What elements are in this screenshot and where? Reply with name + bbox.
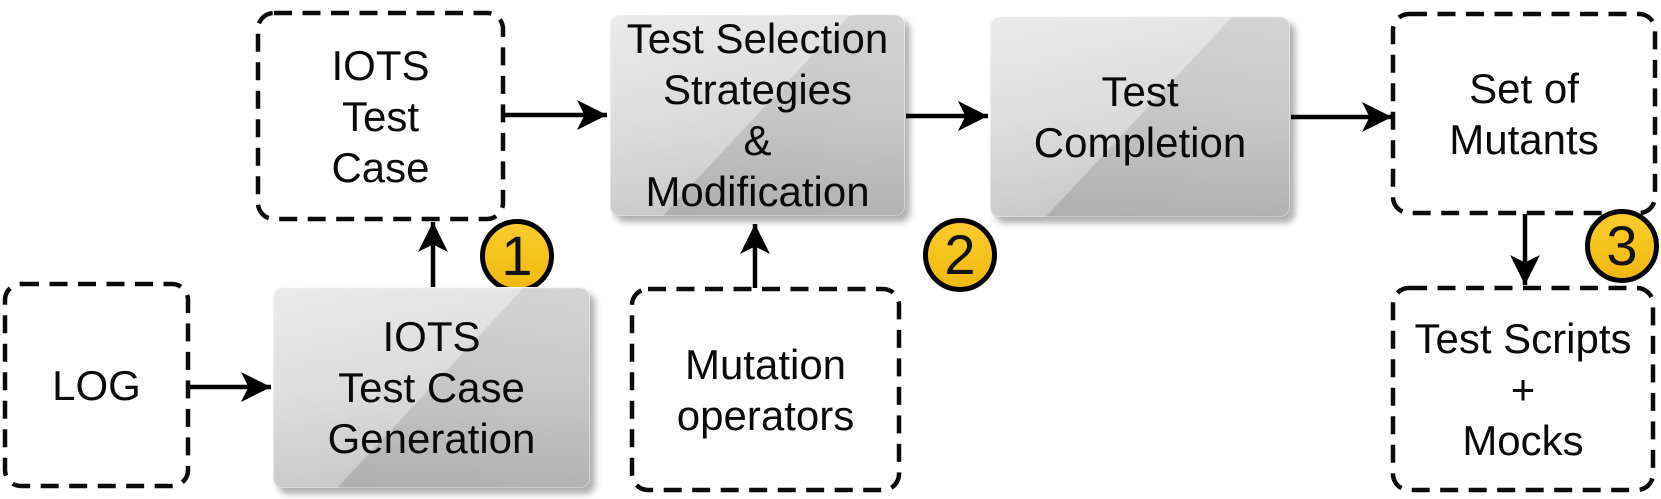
step-badge-2: 2 bbox=[923, 218, 997, 292]
node-test-selection-line1: Test Selection bbox=[626, 15, 889, 62]
node-iots-test-case-generation-line1: IOTS bbox=[382, 313, 481, 360]
test-scripts-mocks-box-border bbox=[1390, 285, 1656, 493]
step-badge-1-label: 1 bbox=[501, 224, 533, 287]
node-test-selection-line4: Modification bbox=[645, 168, 870, 215]
node-test-scripts-mocks-line3: Mocks bbox=[1462, 416, 1584, 464]
node-test-selection-line2: Strategies bbox=[662, 66, 853, 113]
step-badge-3-label: 3 bbox=[1606, 214, 1638, 277]
mutation-operators-box-border bbox=[629, 286, 902, 493]
node-mutation-operators-line1: Mutation bbox=[684, 340, 847, 388]
step-badge-2-label: 2 bbox=[944, 223, 976, 286]
node-test-selection-line3: & bbox=[743, 117, 772, 164]
node-test-completion: Test Completion bbox=[990, 16, 1290, 217]
node-test-scripts-mocks: Test Scripts + Mocks bbox=[1393, 288, 1653, 490]
node-set-of-mutants: Set of Mutants bbox=[1393, 14, 1655, 213]
node-log-label: LOG bbox=[52, 361, 141, 409]
node-test-completion-line1: Test bbox=[1101, 67, 1179, 115]
node-iots-test-case-line2: Test bbox=[341, 92, 420, 140]
node-test-completion-line2: Completion bbox=[1033, 118, 1247, 166]
node-test-selection-strategies-modification: Test Selection Strategies & Modification bbox=[610, 14, 905, 216]
node-iots-test-case-line3: Case bbox=[331, 143, 430, 191]
set-of-mutants-box-border bbox=[1390, 11, 1658, 216]
node-test-scripts-mocks-line2: + bbox=[1510, 365, 1536, 413]
step-badge-1: 1 bbox=[480, 219, 554, 293]
node-set-of-mutants-line1: Set of bbox=[1469, 64, 1579, 112]
node-log: LOG bbox=[5, 284, 188, 486]
log-box-border bbox=[2, 281, 191, 489]
node-iots-test-case: IOTS Test Case bbox=[258, 13, 503, 219]
node-mutation-operators-line2: operators bbox=[676, 391, 855, 439]
node-mutation-operators: Mutation operators bbox=[632, 289, 899, 490]
node-iots-test-case-generation-line2: Test Case bbox=[338, 364, 525, 411]
node-iots-test-case-line1: IOTS bbox=[331, 41, 430, 89]
node-set-of-mutants-line2: Mutants bbox=[1449, 115, 1599, 163]
iots-test-case-box-border bbox=[255, 10, 506, 222]
step-badge-3: 3 bbox=[1585, 209, 1659, 283]
node-iots-test-case-generation-line3: Generation bbox=[327, 415, 536, 462]
node-test-scripts-mocks-line1: Test Scripts bbox=[1414, 314, 1632, 362]
node-iots-test-case-generation: IOTS Test Case Generation bbox=[273, 287, 590, 488]
